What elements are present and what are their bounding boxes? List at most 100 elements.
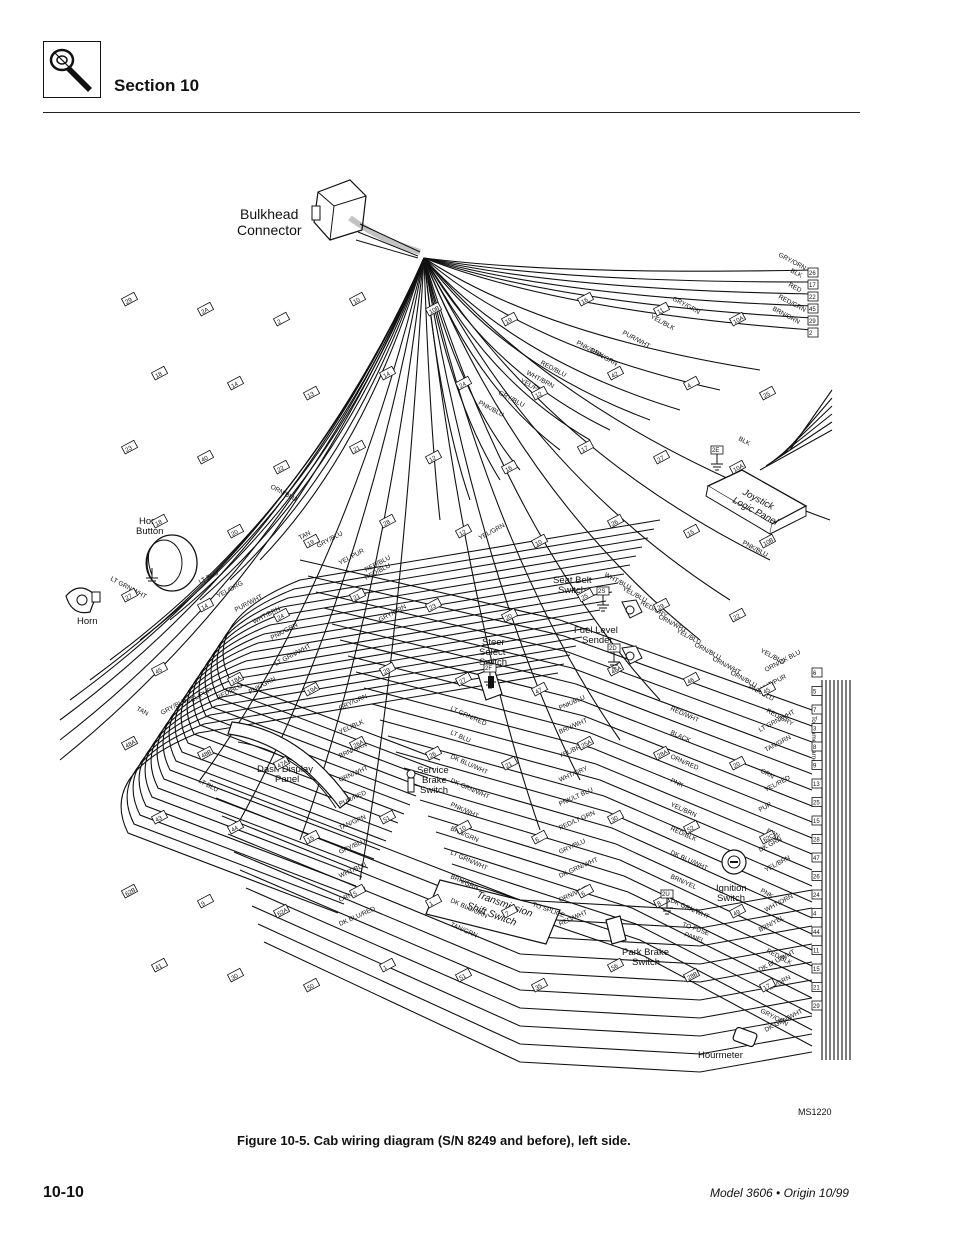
harness-pin-number: 4 [813,912,817,918]
wire [221,815,813,947]
wire-number-box: 24 [454,375,473,391]
wire-number-box: 6 [576,883,595,899]
wire-number-box: 4 [682,375,701,391]
wire-number-box: 27 [454,671,473,687]
wire [239,869,813,1001]
footer-model: Model 3606 • Origin 10/99 [710,1186,849,1200]
ignition-switch-label-1: Ignition [716,883,747,894]
wire-number-box: 21 [348,587,367,603]
wire-number: 17 [763,983,772,992]
wire [423,257,441,521]
wire-number-box: 19A [302,681,321,697]
wire-label: YEL/BLK [649,314,676,333]
ground-icon: 2S [596,586,610,612]
wire-number: 20 [231,529,240,538]
wire-number: 21 [353,593,362,602]
wire-number-box: 26 [424,745,443,761]
harness-pin-number: 25 [813,801,820,807]
dash-display-panel-icon [227,721,351,809]
wire-number-box: 27 [652,449,671,465]
wire-number: 52 [687,825,696,834]
wire-number-box: 10 [454,819,473,835]
wire [263,941,813,1073]
wire [210,537,649,779]
wire [259,257,425,561]
joystick-logic-panel-icon [705,469,808,535]
wire-number: 50 [307,983,316,992]
park-brake-switch-label-2: Switch [632,957,660,968]
wire-number: 14 [231,381,240,390]
wire-number: 22 [277,465,286,474]
harness-pin: 8 [811,741,823,752]
wire-number: 11 [657,307,666,316]
bulkhead-connector-icon [311,179,421,259]
wire-number-box: 26A [348,735,367,751]
wire [331,623,813,775]
bulkhead-connector-label-2: Connector [237,222,302,238]
wire-number-box: 16 [500,459,519,475]
wire-number: 10 [353,297,362,306]
wire [233,851,813,983]
fuel-level-sender-label-2: Sender [582,635,613,646]
wire-number-box: 28A [652,745,671,761]
wire-number-box: 22 [728,607,747,623]
wire-number-box: 10B [424,301,443,317]
wire-number-box: 11 [652,301,671,317]
wire-number-box: 62B [120,883,139,899]
wire [403,767,813,919]
wire [59,257,425,741]
harness-pin-number: 5 [813,690,817,696]
wire [395,751,813,903]
wire-number-box: 18 [150,513,169,529]
wire-number: 29 [657,603,666,612]
wire-number-box: 26 [606,513,625,529]
wire-number: 13 [307,391,316,400]
wire-number: 24 [459,381,468,390]
wire-number: 44 [231,825,240,834]
wire [216,528,655,770]
seat-belt-switch-label-1: Seat Belt [553,575,592,586]
wire [192,564,631,806]
header-divider [43,112,860,113]
wire [257,923,813,1055]
ground-tag: 2E [712,448,719,454]
service-brake-switch-icon [406,769,416,793]
wire [423,257,761,371]
wire-label: YEL/GRN [478,522,507,542]
wire [323,607,813,759]
ignition-switch-label-2: Switch [717,893,745,904]
wire-number: 46 [687,677,696,686]
wire-number: 15 [307,835,316,844]
harness-pin: 22 [807,291,819,302]
wire-number: 9 [201,901,207,908]
wire-label: YEL/BLK [338,718,366,735]
harness-pin-number: 26 [813,875,820,881]
wire-number-box: 14 [378,365,397,381]
wire-number-box: 44 [226,819,245,835]
wire-number: 12 [429,455,438,464]
wire-number-box: 9 [196,893,215,909]
wire-number-box: 16 [576,291,595,307]
wire-number-box: 25 [576,587,595,603]
wire-number: 28B [687,972,699,982]
wire-label: PNK/WHT [449,801,479,820]
wire-number-box: 15 [682,523,701,539]
harness-pin-number: 7 [813,708,817,714]
park-brake-switch-icon [605,915,627,945]
dash-display-panel-label-2: Panel [275,774,299,785]
wire-label: GRY/BLU [558,838,587,856]
wire [783,397,833,455]
wire-number-box: 25A [576,735,595,751]
wire-number: 25 [581,593,590,602]
wire-number-box: 51 [378,809,397,825]
wire [423,257,813,283]
harness-pin-number: 45 [809,307,816,313]
wire-number-box: 21 [348,439,367,455]
wire-label: TAN [135,706,150,718]
harness-pin: 29 [807,315,819,326]
wire-number: 48B [201,750,213,760]
harness-pin-number: 8 [813,745,817,751]
wire-number: 16 [581,297,590,306]
wire [347,655,813,807]
wire [451,863,813,1015]
